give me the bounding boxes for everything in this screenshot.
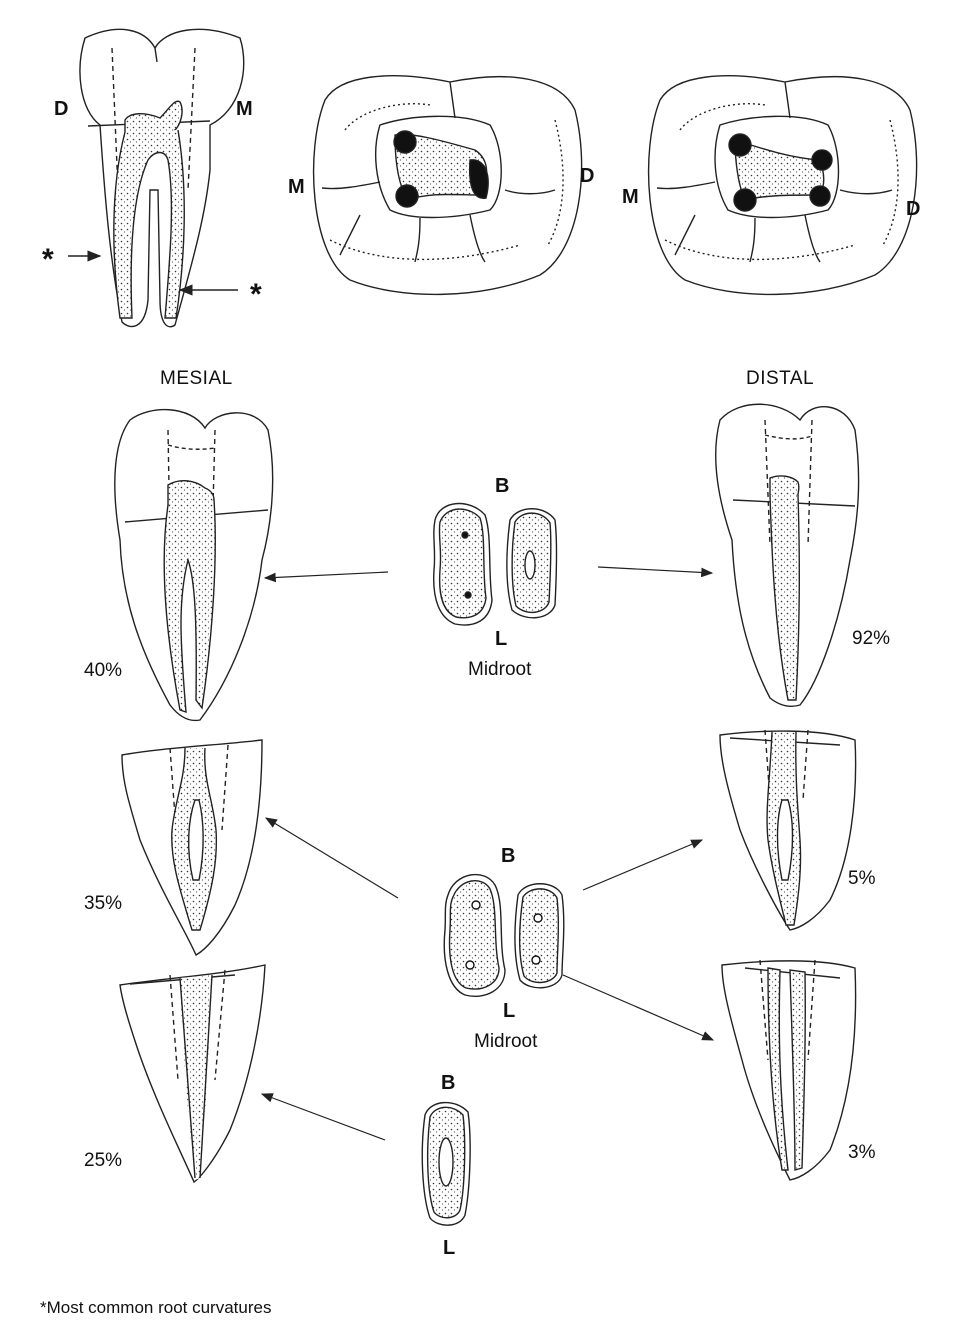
distal-two-canal-root [720,730,856,930]
mesial-percent-middle: 35% [84,893,122,915]
distal-heading: DISTAL [746,368,814,390]
distal-separate-canals-root [722,960,856,1180]
cross-section-apical [422,1103,470,1226]
distal-root-tooth [716,404,859,706]
occlusal1-label-m: M [288,176,305,199]
section2-label-b: B [501,845,515,868]
section1-midroot-caption: Midroot [468,659,531,681]
occlusal-view-three-canals [314,76,582,295]
section2-label-l: L [503,1000,515,1023]
curvature-asterisk-right: * [250,278,262,312]
section2-midroot-caption: Midroot [474,1031,537,1053]
label-distal-d: D [54,98,68,121]
section3-label-b: B [441,1072,455,1095]
mesial-root-tooth [115,410,273,721]
occlusal2-label-m: M [622,186,639,209]
cross-section-midroot-lower [444,875,564,997]
mesial-heading: MESIAL [160,368,233,390]
connector-arrows [262,567,713,1140]
buccal-view-molar [68,29,244,326]
distal-percent-top: 92% [852,628,890,650]
section3-label-l: L [443,1237,455,1260]
footnote: *Most common root curvatures [40,1298,271,1318]
distal-percent-middle: 5% [848,868,875,890]
mesial-single-canal-root [120,965,265,1182]
occlusal-view-four-canals [649,76,917,295]
label-mesial-m: M [236,98,253,121]
mesial-percent-bottom: 25% [84,1150,122,1172]
section1-label-l: L [495,628,507,651]
occlusal2-label-d: D [906,198,920,221]
section1-label-b: B [495,475,509,498]
curvature-asterisk-left: * [42,243,54,277]
distal-percent-bottom: 3% [848,1142,875,1164]
mesial-two-canal-root [122,740,262,955]
cross-section-midroot-upper [434,504,557,625]
occlusal1-label-d: D [580,165,594,188]
mesial-percent-top: 40% [84,660,122,682]
